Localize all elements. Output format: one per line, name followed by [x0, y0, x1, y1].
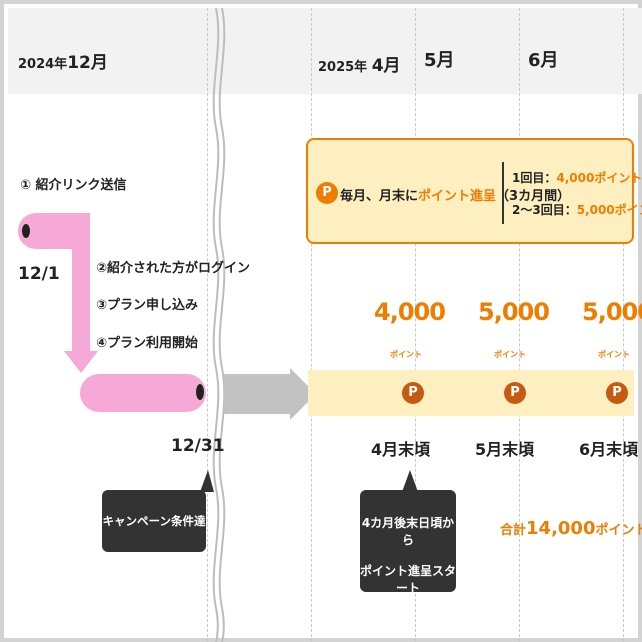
- year-2024-label: 2024年12月: [18, 53, 108, 73]
- points-coin-icon: P: [402, 382, 424, 404]
- month-6-label: 6月: [528, 50, 559, 71]
- total-points: 合計14,000ポイント進呈: [500, 518, 642, 539]
- divider-line: [415, 8, 416, 642]
- campaign-period-bar: [80, 374, 206, 412]
- points-coin-icon: P: [606, 382, 628, 404]
- payout-amount: 4,000: [374, 298, 446, 326]
- payout-amount: 5,000: [478, 298, 550, 326]
- divider-line: [207, 8, 208, 642]
- gray-arrow-icon: [224, 368, 316, 420]
- divider-line: [311, 8, 312, 642]
- referral-connector: [72, 213, 90, 353]
- step-label: ②紹介された方がログイン: [96, 261, 251, 276]
- arrow-down-icon: [64, 351, 98, 373]
- campaign-achieved-tag: キャンペーン条件達成: [102, 490, 206, 590]
- payout-amount: 5,000: [582, 298, 642, 326]
- timeline-header: [8, 8, 642, 94]
- banner-line-1: 1回目：4,000ポイント: [512, 171, 642, 185]
- end-dot: [196, 384, 204, 400]
- divider-line: [519, 8, 520, 642]
- start-date-label: 12/1: [18, 264, 60, 284]
- points-start-tag: 4カ月後末日頃から ポイント進呈スタート: [360, 490, 456, 595]
- year-2025-label: 2025年 4月: [318, 56, 401, 76]
- month-end-label: 5月末頃: [475, 440, 535, 459]
- points-coin-icon: P: [316, 182, 338, 204]
- divider-line: [623, 8, 624, 642]
- points-banner: [306, 138, 634, 244]
- banner-divider: [502, 162, 504, 224]
- points-coin-icon: P: [504, 382, 526, 404]
- callout-pointer: [402, 470, 418, 492]
- start-dot: [22, 224, 30, 238]
- month-end-label: 6月末頃: [579, 440, 639, 459]
- month-end-label: 4月末頃: [371, 440, 431, 459]
- payout-unit: ポイント: [598, 350, 630, 359]
- payout-unit: ポイント: [494, 350, 526, 359]
- end-date-label: 12/31: [171, 436, 225, 456]
- step-label: ① 紹介リンク送信: [20, 178, 127, 193]
- month-5-label: 5月: [424, 50, 455, 71]
- points-period-band: [308, 370, 634, 416]
- banner-line-2: 2〜3回目：5,000ポイント: [512, 203, 642, 217]
- callout-pointer: [200, 470, 214, 492]
- banner-text: 毎月、月末にポイント進呈（3カ月間）: [340, 189, 571, 204]
- points-start-line: ポイント進呈スタート: [360, 564, 457, 595]
- timeline-break-icon: [212, 8, 226, 642]
- step-label: ④プラン利用開始: [96, 336, 199, 351]
- step-label: ③プラン申し込み: [96, 298, 199, 313]
- points-start-line: 4カ月後末日頃から: [361, 516, 455, 547]
- payout-unit: ポイント: [390, 350, 422, 359]
